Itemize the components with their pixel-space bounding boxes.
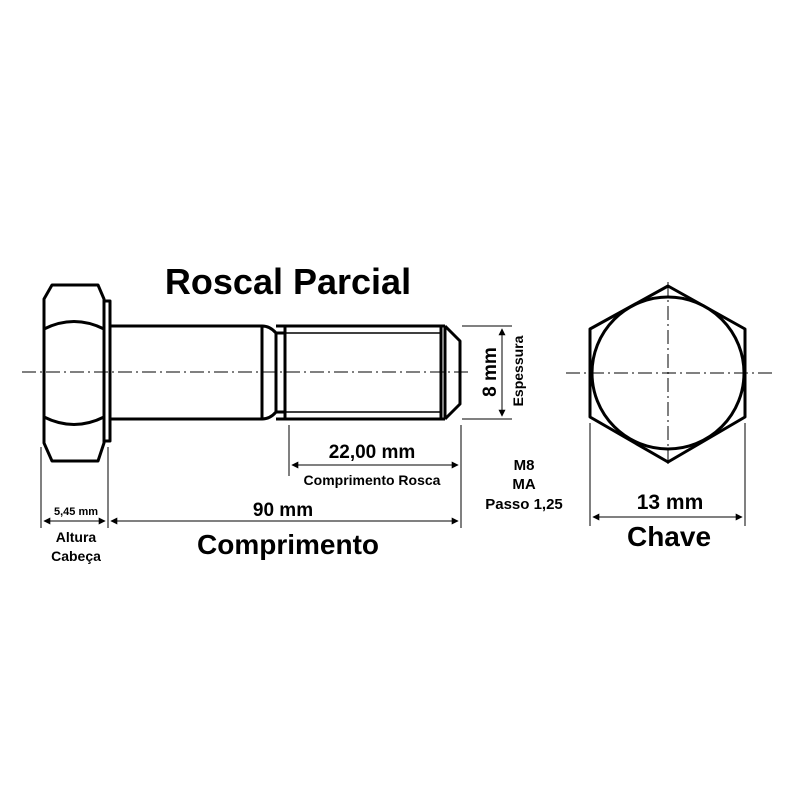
head-height-label-line1: Altura (56, 529, 97, 545)
bolt-head (42, 283, 112, 463)
thickness-label: Espessura (510, 335, 526, 406)
head-height-label-line2: Cabeça (51, 548, 101, 564)
page-title: Roscal Parcial (165, 261, 411, 302)
hex-head-end-view (566, 282, 772, 466)
spec-line2: MA (512, 476, 535, 493)
wrench-dimension: 13 mm Chave (589, 423, 746, 552)
spec-line3: Passo 1,25 (485, 496, 563, 513)
spec-line1: M8 (514, 457, 535, 474)
head-height-dimension: 5,45 mm Altura Cabeça (40, 447, 109, 564)
thickness-value: 8 mm (480, 347, 501, 397)
thickness-dimension: 8 mm Espessura (462, 325, 526, 420)
thread-length-dimension: 22,00 mm Comprimento Rosca (288, 425, 462, 528)
length-label: Comprimento (197, 529, 379, 560)
length-dimension: 90 mm Comprimento (110, 500, 459, 560)
thread-length-value: 22,00 mm (329, 442, 416, 463)
head-height-value: 5,45 mm (54, 506, 98, 518)
wrench-value: 13 mm (637, 491, 704, 514)
length-value: 90 mm (253, 500, 313, 521)
bolt-side-view (22, 283, 470, 463)
thread-length-label: Comprimento Rosca (304, 472, 441, 488)
bolt-spec: M8 MA Passo 1,25 (485, 457, 563, 513)
wrench-label: Chave (627, 521, 711, 552)
